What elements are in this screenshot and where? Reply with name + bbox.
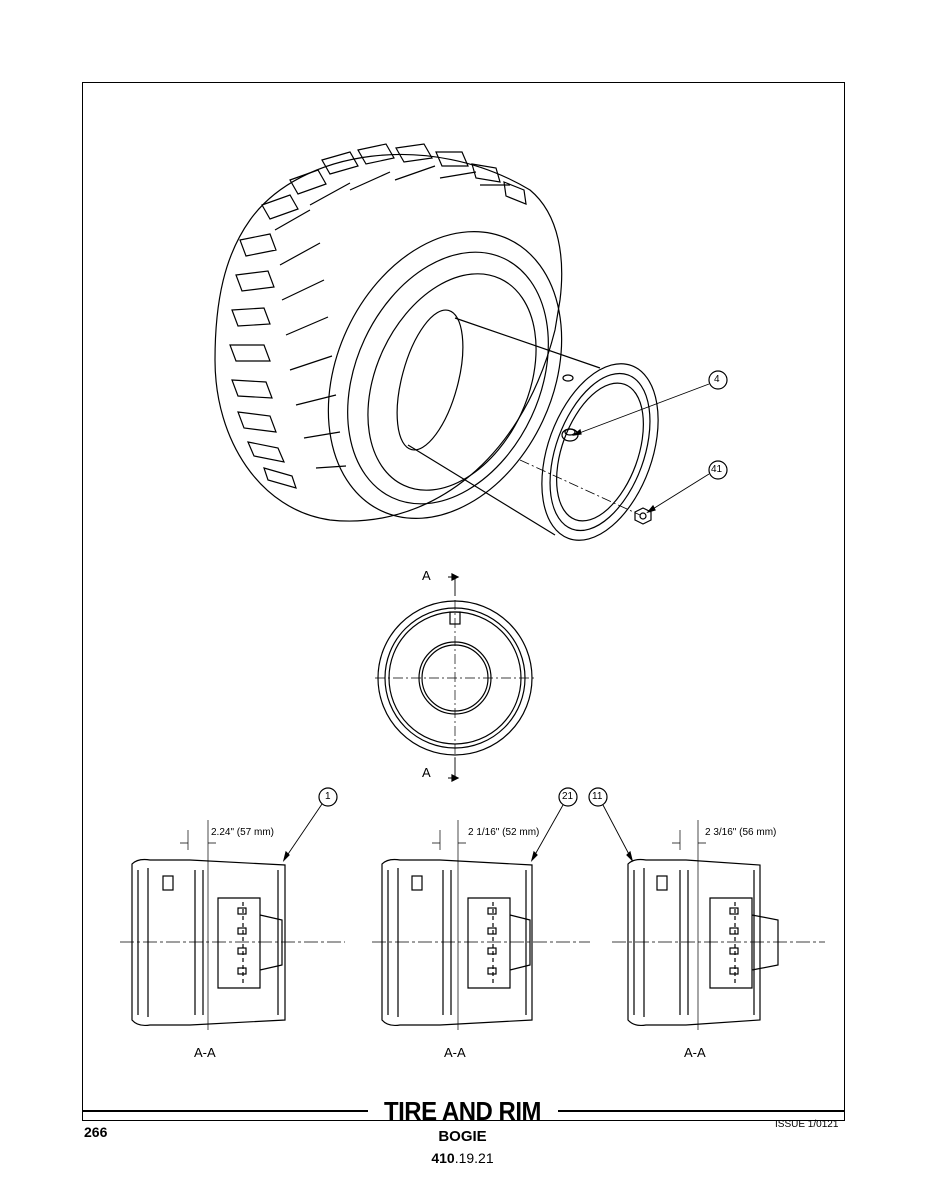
callout-4: 4 xyxy=(714,374,720,385)
callout-1: 1 xyxy=(325,791,331,802)
callout-41: 41 xyxy=(711,464,723,475)
tire-isometric xyxy=(214,143,659,541)
section-label-2: A-A xyxy=(444,1045,466,1060)
title-rule-right xyxy=(558,1110,845,1112)
dimension-label-1: 2.24" (57 mm) xyxy=(211,827,275,838)
page-number: 266 xyxy=(84,1124,108,1140)
callout-21: 21 xyxy=(562,791,574,802)
callout-11: 11 xyxy=(592,791,603,802)
callout-circle-4 xyxy=(708,370,728,390)
section-aa-1 xyxy=(120,820,345,1030)
drawing-frame xyxy=(82,82,845,1121)
page-subtitle: BOGIE xyxy=(438,1128,487,1145)
callout-circle-11 xyxy=(588,787,608,807)
section-marker-bottom: A xyxy=(422,765,431,780)
section-marker-top: A xyxy=(422,568,431,583)
figure-code-rest: .19.21 xyxy=(454,1150,494,1166)
section-aa-2 xyxy=(372,820,590,1030)
section-label-3: A-A xyxy=(684,1045,706,1060)
section-label-1: A-A xyxy=(194,1045,216,1060)
callout-circle-21 xyxy=(558,787,578,807)
figure-code-bold: 410 xyxy=(431,1150,455,1166)
figure-code: 410.19.21 xyxy=(0,1150,925,1166)
section-aa-3 xyxy=(612,820,825,1030)
callout-circle-1 xyxy=(318,787,338,807)
title-rule-left xyxy=(82,1110,368,1112)
issue-label: ISSUE 1/0121 xyxy=(775,1119,839,1130)
callout-circle-41 xyxy=(708,460,728,480)
rim-front-view xyxy=(375,573,535,782)
dimension-label-3: 2 3/16" (56 mm) xyxy=(705,827,777,838)
dimension-label-2: 2 1/16" (52 mm) xyxy=(468,827,540,838)
page-title: TIRE AND RIM xyxy=(383,1096,542,1126)
